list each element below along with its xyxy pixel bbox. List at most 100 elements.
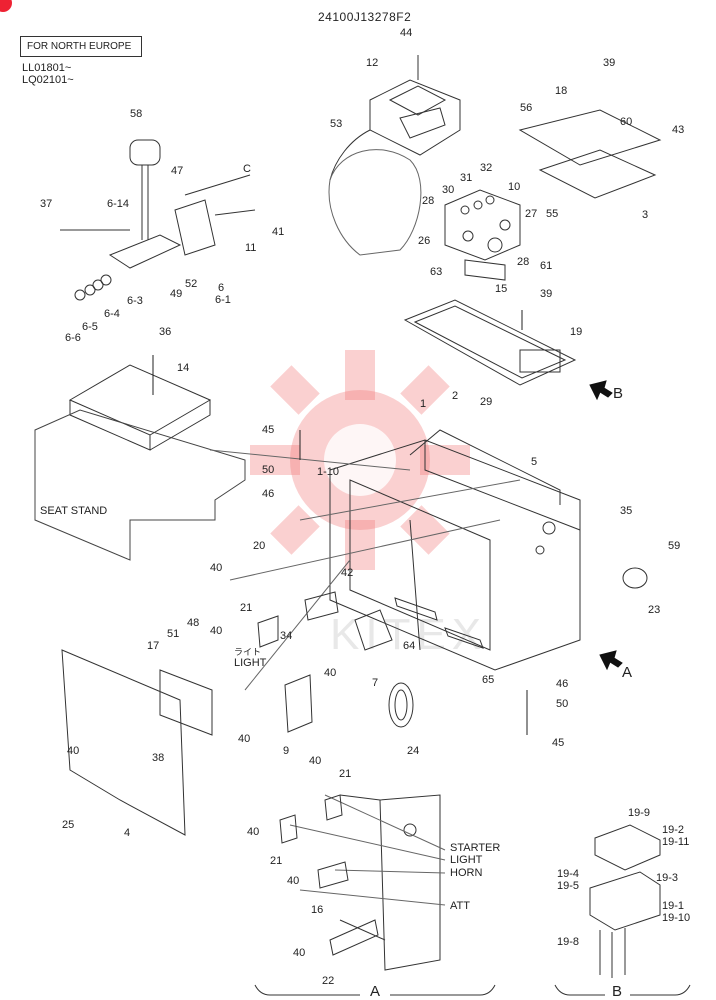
starter-label: STARTER — [450, 842, 501, 854]
part-19-3: 19-3 — [656, 872, 679, 884]
part-64: 64 — [403, 640, 416, 652]
part-19-8: 19-8 — [557, 936, 580, 948]
part-40c: 40 — [324, 667, 337, 679]
part-36: 36 — [159, 326, 172, 338]
part-6-14: 6-14 — [107, 198, 130, 210]
part-28b: 28 — [517, 256, 530, 268]
part-47: 47 — [171, 165, 184, 177]
serial-range-1: LL01801~ — [22, 62, 72, 74]
part-32: 32 — [480, 162, 493, 174]
part-50b: 50 — [556, 698, 569, 710]
part-44: 44 — [400, 27, 413, 39]
part-21c: 21 — [270, 855, 283, 867]
part-40g: 40 — [247, 826, 260, 838]
part-6-4: 6-4 — [104, 308, 120, 320]
part-19: 19 — [570, 326, 583, 338]
view-b-label: B — [612, 983, 623, 1000]
part-40d: 40 — [238, 733, 251, 745]
part-19-2: 19-2 — [662, 824, 685, 836]
region-box: FOR NORTH EUROPE — [20, 36, 142, 57]
part-55: 55 — [546, 208, 559, 220]
part-15: 15 — [495, 283, 508, 295]
monitor-12 — [329, 55, 461, 181]
part-48: 48 — [187, 617, 200, 629]
part-19-9: 19-9 — [628, 807, 651, 819]
part-6-1: 6-1 — [215, 294, 231, 306]
part-49: 49 — [170, 288, 183, 300]
part-40i: 40 — [293, 947, 306, 959]
part-65: 65 — [482, 674, 495, 686]
arrow-b-label: B — [613, 385, 624, 402]
part-20: 20 — [253, 540, 266, 552]
part-39b: 39 — [540, 288, 553, 300]
part-29: 29 — [480, 396, 493, 408]
part-31: 31 — [460, 172, 473, 184]
watermark-text: KITEX — [330, 610, 488, 659]
page-corner-marker — [0, 0, 12, 12]
part-28: 28 — [422, 195, 435, 207]
part-26: 26 — [418, 235, 431, 247]
part-53: 53 — [330, 118, 343, 130]
part-51: 51 — [167, 628, 180, 640]
light2-label: LIGHT — [450, 854, 483, 866]
arrow-a-label: A — [622, 664, 633, 681]
part-30: 30 — [442, 184, 455, 196]
light-jp-label: ライト — [234, 647, 262, 657]
part-42: 42 — [341, 567, 354, 579]
part-1: 1 — [420, 398, 427, 410]
horn-label: HORN — [450, 867, 483, 879]
doc-code: 24100J13278F2 — [318, 10, 412, 24]
part-45: 45 — [262, 424, 275, 436]
part-25: 25 — [62, 819, 75, 831]
part-58: 58 — [130, 108, 143, 120]
part-6-6: 6-6 — [65, 332, 81, 344]
part-35: 35 — [620, 505, 633, 517]
part-2: 2 — [452, 390, 459, 402]
part-38: 38 — [152, 752, 165, 764]
part-63: 63 — [430, 266, 443, 278]
part-40b: 40 — [210, 625, 223, 637]
light-label: LIGHT — [234, 657, 267, 669]
part-39: 39 — [603, 57, 616, 69]
part-40e: 40 — [67, 745, 80, 757]
part-19-1: 19-1 — [662, 900, 685, 912]
part-16: 16 — [311, 904, 324, 916]
part-34: 34 — [280, 630, 293, 642]
part-40f: 40 — [309, 755, 322, 767]
part-4: 4 — [124, 827, 131, 839]
att-label: ATT — [450, 900, 470, 912]
part-10: 10 — [508, 181, 521, 193]
view-a-label: A — [370, 983, 381, 1000]
part-9: 9 — [283, 745, 290, 757]
part-21b: 21 — [339, 768, 352, 780]
part-17: 17 — [147, 640, 160, 652]
part-46b: 46 — [556, 678, 569, 690]
part-61: 61 — [540, 260, 553, 272]
part-41: 41 — [272, 226, 285, 238]
part-60: 60 — [620, 116, 633, 128]
part-1-10: 1-10 — [317, 466, 340, 478]
part-19-11: 19-11 — [662, 836, 690, 848]
part-3: 3 — [642, 209, 649, 221]
serial-range-2: LQ02101~ — [22, 74, 74, 86]
part-19-5: 19-5 — [557, 880, 580, 892]
part-6-5: 6-5 — [82, 321, 98, 333]
part-11: 11 — [245, 242, 257, 254]
part-50: 50 — [262, 464, 275, 476]
part-5: 5 — [531, 456, 538, 468]
part-19-4: 19-4 — [557, 868, 580, 880]
part-46: 46 — [262, 488, 275, 500]
part-56: 56 — [520, 102, 533, 114]
seat-stand-label: SEAT STAND — [40, 505, 108, 517]
part-24: 24 — [407, 745, 420, 757]
part-43: 43 — [672, 124, 685, 136]
part-27: 27 — [525, 208, 538, 220]
watermark-gear — [250, 350, 470, 570]
ref-c: C — [243, 163, 251, 175]
part-45b: 45 — [552, 737, 565, 749]
part-6: 6 — [218, 282, 225, 294]
part-21a: 21 — [240, 602, 253, 614]
part-19-10: 19-10 — [662, 912, 691, 924]
